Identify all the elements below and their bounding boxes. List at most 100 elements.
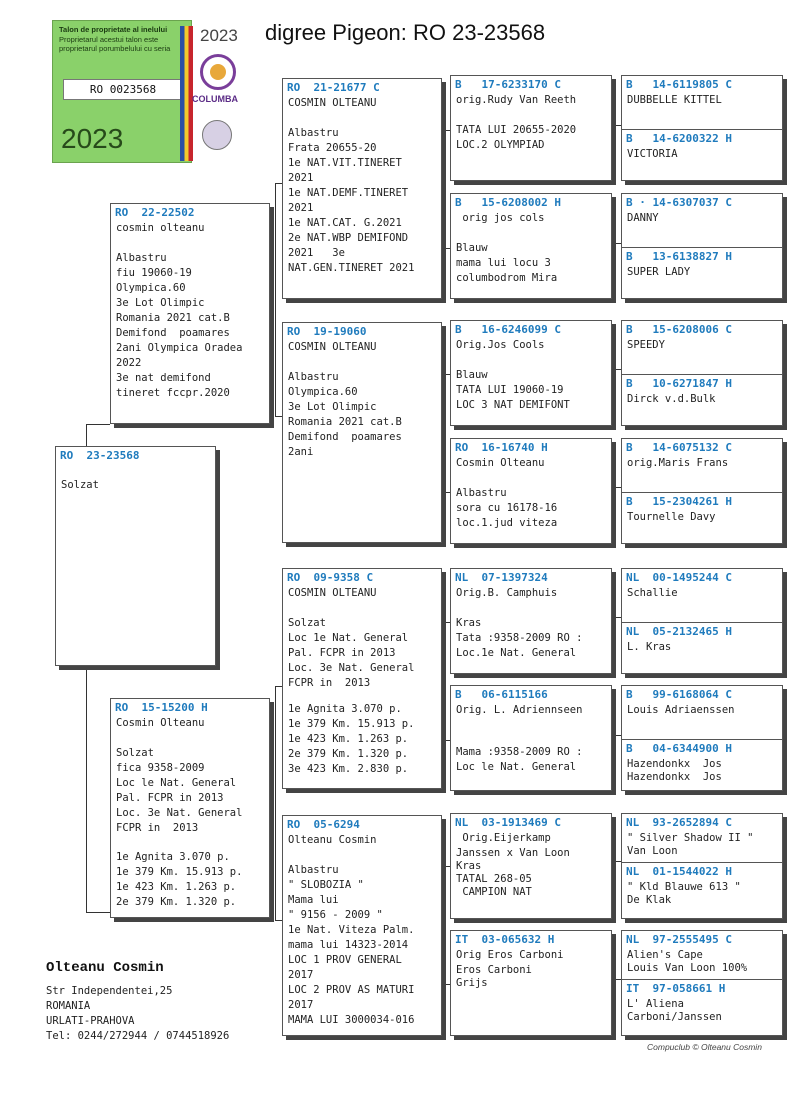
info-line: LOC 3 NAT DEMIFONT bbox=[456, 399, 570, 411]
ring-number: B 99-6168064 C bbox=[626, 688, 732, 701]
stamp-year: 2023 bbox=[200, 26, 238, 45]
connector-line bbox=[275, 183, 276, 416]
owner-line: Tel: 0244/272944 / 0744518926 bbox=[46, 1030, 230, 1042]
origin: orig.Rudy Van Reeth bbox=[456, 94, 577, 106]
info-line: 1e NAT.DEMF.TINERET bbox=[288, 187, 409, 199]
info-line: LOC 2 PROV AS MATURI bbox=[288, 984, 415, 996]
info-line: Albastru bbox=[288, 371, 339, 383]
info-line: Kras bbox=[456, 860, 482, 872]
pigeon-name: SPEEDY bbox=[627, 339, 665, 351]
info-line: Albastru bbox=[116, 252, 167, 264]
info-line: mama lui 14323-2014 bbox=[288, 939, 409, 951]
connector-line bbox=[275, 183, 283, 184]
connector-line bbox=[614, 979, 621, 980]
pigeon-name: Alien's Cape Louis Van Loon 100% bbox=[627, 949, 748, 974]
ring-number: NL 00-1495244 C bbox=[626, 571, 732, 584]
ticket-line-1: Talon de proprietate al inelului bbox=[59, 25, 168, 34]
info-line: 3e Lot Olimpic bbox=[116, 297, 205, 309]
breeder-name: COSMIN OLTEANU bbox=[288, 97, 377, 109]
connector-line bbox=[614, 125, 621, 126]
owner-name: Olteanu Cosmin bbox=[46, 960, 164, 976]
info-line: 1e 379 Km. 15.913 p. bbox=[116, 866, 243, 878]
pigeon-name: Schallie bbox=[627, 587, 678, 599]
info-line: 2ani Olympica Oradea bbox=[116, 342, 243, 354]
pigeon-name: Dirck v.d.Bulk bbox=[627, 393, 716, 405]
breeder-name: Cosmin Olteanu bbox=[116, 717, 205, 729]
g4-pair-card: B 99-6168064 C Louis Adriaenssen B 04-63… bbox=[621, 685, 783, 791]
info-line: Blauw bbox=[456, 242, 488, 254]
info-line: Pal. FCPR in 2013 bbox=[288, 647, 396, 659]
info-line: Demifond poamares bbox=[288, 431, 402, 443]
info-line: 3e 423 Km. 2.830 p. bbox=[288, 763, 409, 775]
breeder-name: cosmin olteanu bbox=[116, 222, 205, 234]
pigeon-name: " Silver Shadow II " Van Loon bbox=[627, 832, 754, 857]
info-line: 2021 bbox=[288, 202, 314, 214]
ring-number: RO 19-19060 bbox=[287, 325, 367, 338]
sire-card: RO 22-22502 cosmin olteanu Albastru fiu … bbox=[110, 203, 270, 424]
pigeon-name: VICTORIA bbox=[627, 148, 678, 160]
g4-pair-card: NL 00-1495244 C Schallie NL 05-2132465 H… bbox=[621, 568, 783, 674]
connector-line bbox=[443, 740, 450, 741]
info-line: TATAL 268-05 bbox=[456, 873, 532, 885]
great-grandparent-card: RO 16-16740 H Cosmin Olteanu Albastru so… bbox=[450, 438, 612, 544]
dam-card: RO 15-15200 H Cosmin Olteanu Solzat fica… bbox=[110, 698, 270, 918]
connector-line bbox=[614, 369, 621, 370]
ring-number: NL 03-1913469 C bbox=[455, 816, 561, 829]
info-line: TATA LUI 19060-19 bbox=[456, 384, 564, 396]
footer-credit: Compuclub © Olteanu Cosmin bbox=[647, 1042, 762, 1052]
info-line: 2e 379 Km. 1.320 p. bbox=[288, 748, 409, 760]
ring-ticket-stamp: Talon de proprietate al inelului Proprie… bbox=[52, 20, 257, 170]
ring-number: RO 05-6294 bbox=[287, 818, 360, 831]
info-line: Romania 2021 cat.B bbox=[288, 416, 402, 428]
info-line: 2e 379 Km. 1.320 p. bbox=[116, 896, 237, 908]
info-line: Loc.1e Nat. General bbox=[456, 647, 577, 659]
breeder-name: COSMIN OLTEANU bbox=[288, 341, 377, 353]
info-line: 1e 379 Km. 15.913 p. bbox=[288, 718, 415, 730]
ticket-line-3: proprietarul porumbelului cu seria bbox=[59, 44, 171, 53]
federation-badge-icon bbox=[202, 120, 232, 150]
info-line: Albastru bbox=[288, 864, 339, 876]
origin: Cosmin Olteanu bbox=[456, 457, 545, 469]
ring-number: B 15-6208006 C bbox=[626, 323, 732, 336]
pigeon-name: Louis Adriaenssen bbox=[627, 704, 735, 716]
ring-number: B 15-6208002 H bbox=[455, 196, 561, 209]
info-line: Mama lui bbox=[288, 894, 339, 906]
info-line: Frata 20655-20 bbox=[288, 142, 377, 154]
owner-line: Str Independentei,25 bbox=[46, 985, 173, 997]
connector-line bbox=[614, 861, 621, 862]
info-line: CAMPION NAT bbox=[456, 886, 532, 898]
info-line: fica 9358-2009 bbox=[116, 762, 205, 774]
g4-pair-card: B 14-6119805 C DUBBELLE KITTEL B 14-6200… bbox=[621, 75, 783, 181]
info-line: MAMA LUI 3000034-016 bbox=[288, 1014, 415, 1026]
ring-number: B 17-6233170 C bbox=[455, 78, 561, 91]
connector-line bbox=[443, 130, 450, 131]
page-title: digree Pigeon: RO 23-23568 bbox=[265, 20, 546, 45]
info-line: LOC 1 PROV GENERAL bbox=[288, 954, 402, 966]
ring-number: IT 97-058661 H bbox=[626, 982, 726, 995]
info-line: " 9156 - 2009 " bbox=[288, 909, 383, 921]
ring-number: NL 93-2652894 C bbox=[626, 816, 732, 829]
connector-line bbox=[275, 416, 283, 417]
info-line: mama lui locu 3 bbox=[456, 257, 551, 269]
connector-line bbox=[443, 622, 444, 740]
info-line: Loc le Nat. General bbox=[456, 761, 577, 773]
great-grandparent-card: NL 07-1397324 Orig.B. Camphuis Kras Tata… bbox=[450, 568, 612, 674]
info-line: 2022 bbox=[116, 357, 142, 369]
grandparent-card: RO 19-19060 COSMIN OLTEANU Albastru Olym… bbox=[282, 322, 442, 543]
ticket-year: 2023 bbox=[61, 123, 124, 154]
info-line: FCPR in 2013 bbox=[116, 822, 199, 834]
info-line: LOC.2 OLYMPIAD bbox=[456, 139, 545, 151]
pigeon-name: L' Aliena Carboni/Janssen bbox=[627, 998, 722, 1023]
ring-number: NL 05-2132465 H bbox=[626, 625, 732, 638]
info-line: 1e NAT.CAT. G.2021 bbox=[288, 217, 402, 229]
ring-number: B 10-6271847 H bbox=[626, 377, 732, 390]
columba-logo-text: COLUMBA bbox=[192, 94, 238, 104]
ring-number: B 14-6200322 H bbox=[626, 132, 732, 145]
info-line: Olympica.60 bbox=[116, 282, 186, 294]
connector-line bbox=[443, 984, 450, 985]
info-line: 1e Agnita 3.070 p. bbox=[288, 703, 402, 715]
info-line: Albastru bbox=[288, 127, 339, 139]
connector-line bbox=[275, 686, 283, 687]
info-line: 3e nat demifond bbox=[116, 372, 211, 384]
pigeon-name: DUBBELLE KITTEL bbox=[627, 94, 722, 106]
